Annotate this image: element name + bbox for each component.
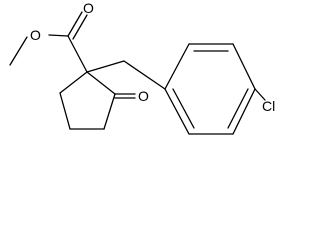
bond-benzene-3 [232, 43, 256, 90]
bond-quaternary-ch2 [86, 60, 125, 73]
bond-ring-1 [59, 71, 88, 94]
bond-ring-4 [103, 93, 116, 130]
ester-carbonyl-oxygen-label: O [83, 0, 94, 16]
chemical-structure: O O O Cl [9, 0, 275, 135]
bond-benzene-1 [164, 43, 190, 90]
bond-benzene-inner-3 [172, 88, 195, 129]
bond-o-ester-carbon [48, 34, 69, 37]
bond-ester-carbonyl-2 [72, 14, 88, 40]
bond-ester-quaternary [67, 35, 88, 73]
chlorine-label: Cl [262, 98, 275, 114]
bond-ring-5 [86, 71, 116, 95]
bond-methyl-o [9, 36, 28, 66]
bond-benzene-4 [232, 88, 256, 135]
ester-ether-oxygen-label: O [30, 27, 41, 43]
ketone-oxygen-label: O [138, 88, 149, 104]
bond-aryl-chlorine [254, 88, 266, 101]
bond-benzene-inner-2 [227, 88, 249, 129]
bond-benzene-6 [164, 88, 190, 135]
bond-ch2-aryl [123, 60, 166, 90]
bond-ester-carbonyl-1 [67, 11, 83, 37]
bond-ring-2 [59, 92, 71, 130]
